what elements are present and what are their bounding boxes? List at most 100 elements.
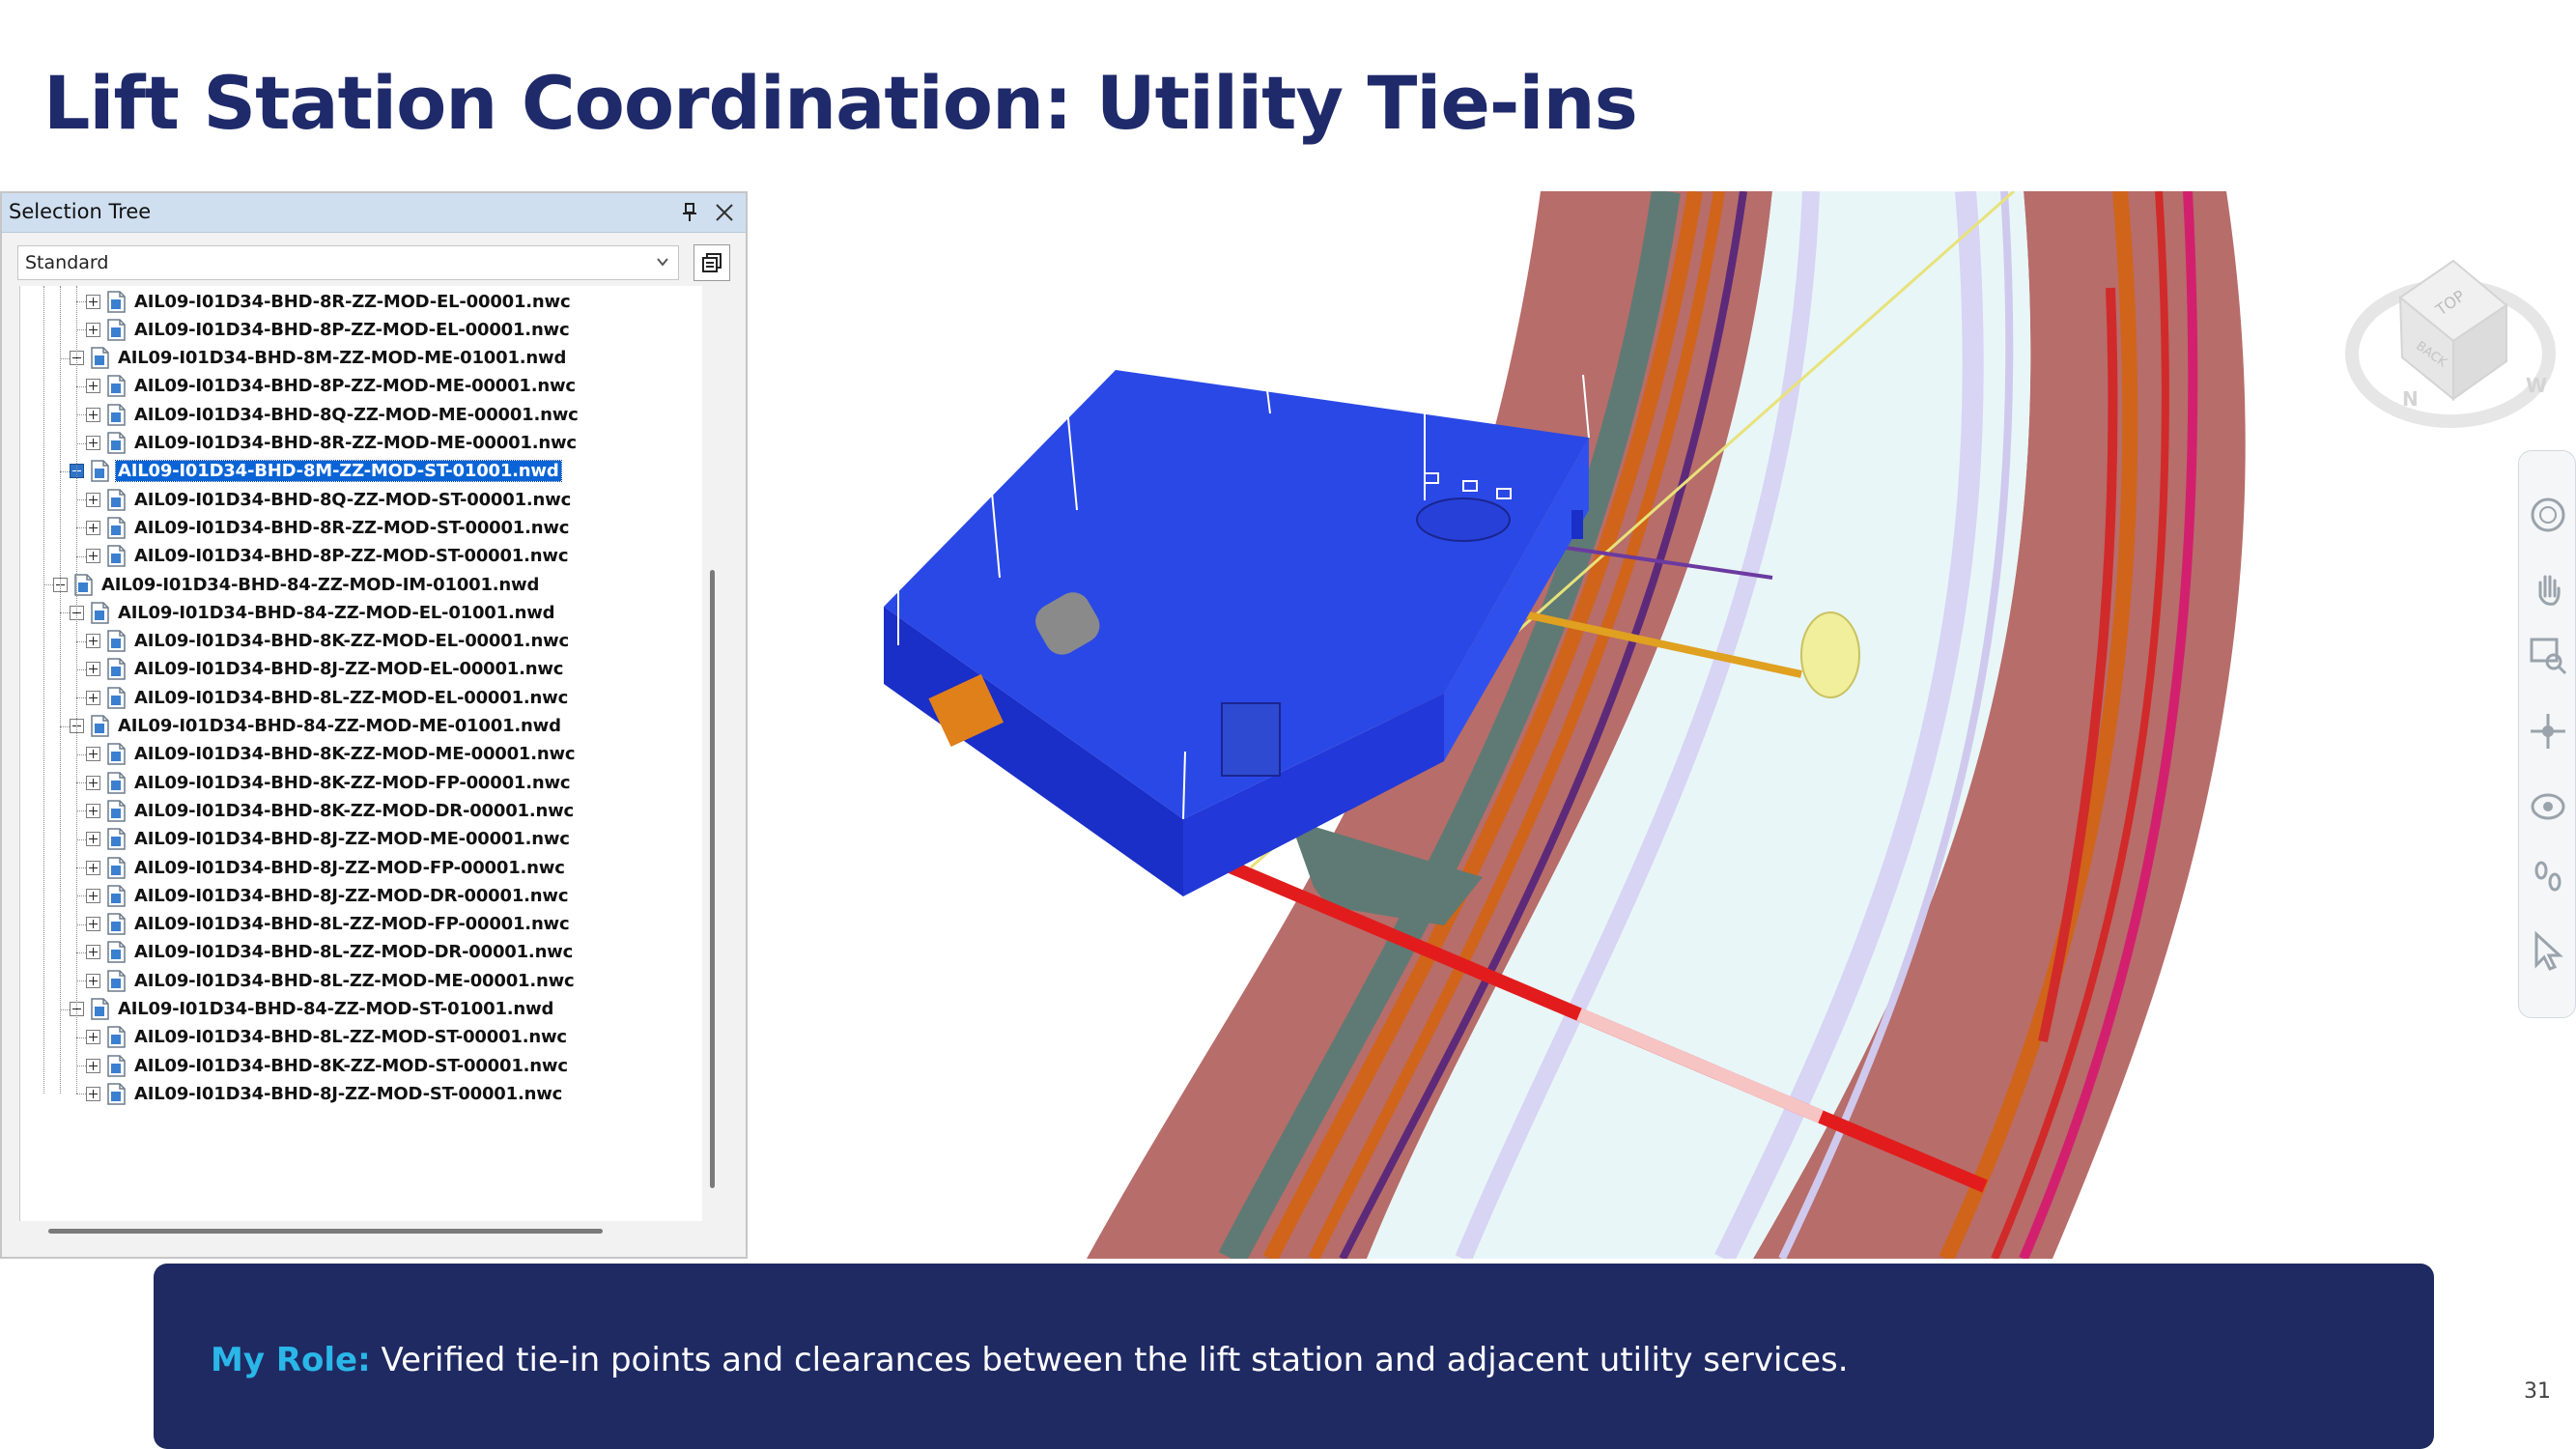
expand-toggle-icon[interactable] — [86, 436, 100, 450]
tree-guide-line — [76, 867, 86, 868]
expand-toggle-icon[interactable] — [86, 860, 100, 875]
control-panel — [1221, 702, 1281, 777]
tree-guide-line — [76, 286, 77, 1094]
role-statement: My Role: Verified tie-in points and clea… — [211, 1341, 1849, 1379]
horizontal-scrollbar[interactable] — [48, 1229, 603, 1234]
model-viewport[interactable]: TOP BACK N W — [749, 191, 2576, 1259]
role-description: Verified tie-in points and clearances be… — [381, 1341, 1849, 1379]
tree-item[interactable]: AIL09-I01D34-BHD-8J-ZZ-MOD-DR-00001.nwc — [86, 882, 570, 909]
tree-item[interactable]: AIL09-I01D34-BHD-8R-ZZ-MOD-ME-00001.nwc — [86, 430, 579, 457]
selection-tree-panel: Selection Tree Standard AIL09 — [0, 191, 748, 1259]
tree-item[interactable]: AIL09-I01D34-BHD-84-ZZ-MOD-EL-01001.nwd — [70, 599, 556, 626]
tree-item[interactable]: AIL09-I01D34-BHD-8L-ZZ-MOD-EL-00001.nwc — [86, 684, 570, 711]
tree-item[interactable]: AIL09-I01D34-BHD-84-ZZ-MOD-ST-01001.nwd — [70, 996, 555, 1023]
expand-toggle-icon[interactable] — [86, 832, 100, 847]
tree-item[interactable]: AIL09-I01D34-BHD-8L-ZZ-MOD-ST-00001.nwc — [86, 1024, 569, 1051]
expand-toggle-icon[interactable] — [86, 549, 100, 564]
tree-item-label: AIL09-I01D34-BHD-84-ZZ-MOD-ST-01001.nwd — [118, 999, 554, 1019]
model-file-icon — [107, 1026, 126, 1049]
tree-item[interactable]: AIL09-I01D34-BHD-84-ZZ-MOD-ME-01001.nwd — [70, 713, 563, 740]
tree-item[interactable]: AIL09-I01D34-BHD-8L-ZZ-MOD-DR-00001.nwc — [86, 939, 575, 966]
vertical-scrollbar[interactable] — [710, 570, 715, 1188]
generator-tank — [1035, 592, 1100, 655]
tree-item[interactable]: AIL09-I01D34-BHD-8Q-ZZ-MOD-ST-00001.nwc — [86, 486, 573, 513]
compass-n-label: N — [2402, 387, 2419, 411]
tree-item[interactable]: AIL09-I01D34-BHD-8J-ZZ-MOD-EL-00001.nwc — [86, 656, 565, 683]
viewcube[interactable]: TOP BACK N W — [2345, 259, 2556, 428]
tree-item[interactable]: AIL09-I01D34-BHD-8J-ZZ-MOD-ST-00001.nwc — [86, 1080, 564, 1107]
expand-toggle-icon[interactable] — [86, 662, 100, 677]
expand-toggle-icon[interactable] — [86, 747, 100, 762]
tree-item[interactable]: AIL09-I01D34-BHD-8P-ZZ-MOD-EL-00001.nwc — [86, 316, 571, 343]
select-cursor-icon[interactable] — [2527, 930, 2569, 973]
expand-toggle-icon[interactable] — [86, 1030, 100, 1045]
expand-toggle-icon[interactable] — [86, 634, 100, 649]
model-file-icon — [107, 941, 126, 964]
tree-guide-line — [76, 555, 86, 557]
tree-item[interactable]: AIL09-I01D34-BHD-8J-ZZ-MOD-FP-00001.nwc — [86, 854, 567, 881]
expand-toggle-icon[interactable] — [86, 407, 100, 422]
tree-guide-line — [76, 414, 86, 416]
pan-hand-icon[interactable] — [2527, 567, 2569, 610]
tree-item[interactable]: AIL09-I01D34-BHD-8P-ZZ-MOD-ME-00001.nwc — [86, 373, 578, 400]
tree-item-label: AIL09-I01D34-BHD-8L-ZZ-MOD-ST-00001.nwc — [134, 1027, 567, 1048]
tree-guide-line — [60, 357, 70, 359]
expand-toggle-icon[interactable] — [86, 803, 100, 818]
tree-item[interactable]: AIL09-I01D34-BHD-8K-ZZ-MOD-ME-00001.nwc — [86, 741, 577, 768]
close-button[interactable] — [709, 197, 740, 228]
tree-guide-line — [76, 1065, 86, 1067]
grey-duct — [1218, 191, 1681, 1259]
tree-item-label: AIL09-I01D34-BHD-8Q-ZZ-MOD-ST-00001.nwc — [134, 489, 572, 510]
orbit-icon[interactable] — [2527, 710, 2569, 753]
expand-toggle-icon[interactable] — [86, 690, 100, 705]
walk-footprints-icon[interactable] — [2527, 855, 2569, 897]
expand-toggle-icon[interactable] — [86, 1058, 100, 1073]
expand-toggle-icon[interactable] — [86, 492, 100, 507]
mast-3 — [1182, 751, 1186, 820]
zoom-window-icon[interactable] — [2527, 635, 2569, 677]
look-around-icon[interactable] — [2527, 783, 2569, 826]
tree-item[interactable]: AIL09-I01D34-BHD-8L-ZZ-MOD-ME-00001.nwc — [86, 967, 577, 994]
tree-guide-line — [76, 301, 86, 302]
tree-item[interactable]: AIL09-I01D34-BHD-8L-ZZ-MOD-FP-00001.nwc — [86, 911, 571, 938]
tree-item[interactable]: AIL09-I01D34-BHD-8Q-ZZ-MOD-ME-00001.nwc — [86, 401, 580, 428]
tree-guide-line — [76, 499, 86, 501]
selection-mode-dropdown[interactable]: Standard — [17, 245, 679, 280]
tree-item[interactable]: AIL09-I01D34-BHD-8K-ZZ-MOD-EL-00001.nwc — [86, 628, 571, 655]
tree-guide-line — [76, 527, 86, 529]
tree-item-label: AIL09-I01D34-BHD-8R-ZZ-MOD-EL-00001.nwc — [134, 291, 571, 312]
tree-item[interactable]: AIL09-I01D34-BHD-84-ZZ-MOD-IM-01001.nwd — [53, 571, 541, 598]
tree-guide-line — [76, 952, 86, 953]
expand-toggle-icon[interactable] — [86, 945, 100, 960]
expand-toggle-icon[interactable] — [86, 888, 100, 903]
model-file-icon — [107, 913, 126, 935]
model-file-icon — [107, 969, 126, 992]
tree-item[interactable]: AIL09-I01D34-BHD-8K-ZZ-MOD-DR-00001.nwc — [86, 797, 576, 824]
model-file-icon — [107, 828, 126, 850]
model-file-icon — [107, 517, 126, 539]
tree-item[interactable]: AIL09-I01D34-BHD-8J-ZZ-MOD-ME-00001.nwc — [86, 826, 572, 853]
expand-toggle-icon[interactable] — [86, 917, 100, 932]
tree-item[interactable]: AIL09-I01D34-BHD-8R-ZZ-MOD-ST-00001.nwc — [86, 514, 571, 541]
tree-item[interactable]: AIL09-I01D34-BHD-8M-ZZ-MOD-ME-01001.nwd — [70, 345, 568, 372]
pin-button[interactable] — [674, 197, 705, 228]
dropdown-value: Standard — [25, 252, 109, 273]
expand-toggle-icon[interactable] — [86, 322, 100, 337]
tree-item[interactable]: AIL09-I01D34-BHD-8K-ZZ-MOD-FP-00001.nwc — [86, 769, 572, 796]
expand-toggle-icon[interactable] — [86, 1086, 100, 1101]
tree-item[interactable]: AIL09-I01D34-BHD-8M-ZZ-MOD-ST-01001.nwd — [70, 458, 562, 485]
steering-wheel-icon[interactable] — [2527, 494, 2569, 536]
tree-item[interactable]: AIL09-I01D34-BHD-8P-ZZ-MOD-ST-00001.nwc — [86, 543, 570, 570]
tree-item-label: AIL09-I01D34-BHD-8K-ZZ-MOD-ME-00001.nwc — [134, 744, 576, 765]
selection-sets-button[interactable] — [694, 244, 730, 281]
chevron-down-icon — [657, 258, 668, 267]
expand-toggle-icon[interactable] — [86, 973, 100, 988]
tree-item[interactable]: AIL09-I01D34-BHD-8R-ZZ-MOD-EL-00001.nwc — [86, 288, 572, 315]
expand-toggle-icon[interactable] — [86, 520, 100, 535]
expand-toggle-icon[interactable] — [86, 379, 100, 394]
expand-toggle-icon[interactable] — [86, 294, 100, 309]
tree-item-label: AIL09-I01D34-BHD-84-ZZ-MOD-EL-01001.nwd — [118, 602, 555, 623]
expand-toggle-icon[interactable] — [86, 775, 100, 790]
tree-item[interactable]: AIL09-I01D34-BHD-8K-ZZ-MOD-ST-00001.nwc — [86, 1052, 570, 1079]
